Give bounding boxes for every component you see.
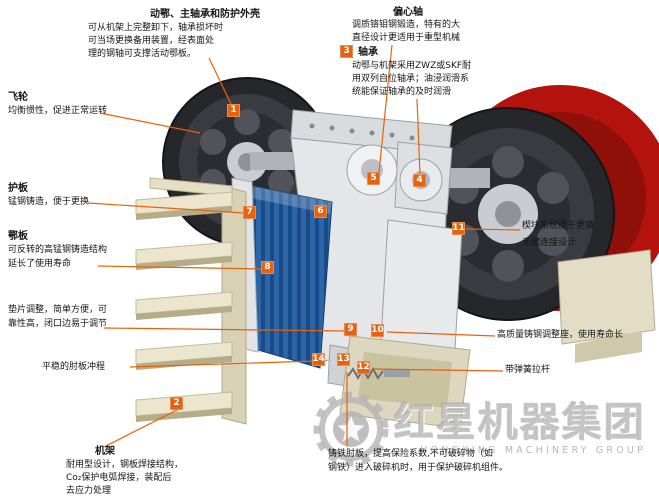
brand-name-en: HONGXING MACHINERY GROUP xyxy=(420,444,646,456)
annotation-moving-jaw-line: 理的钢轴可支撑活动鄂板。 xyxy=(88,49,197,59)
annotation-guard-title: 护板 xyxy=(8,183,28,194)
gear-logo-icon xyxy=(313,391,389,467)
callout-marker-6: 6 xyxy=(314,205,327,218)
annotation-jaw-plate-line: 延长了使用寿命 xyxy=(8,259,72,269)
leader-line xyxy=(97,265,263,270)
callout-marker-8: 8 xyxy=(261,261,274,274)
annotation-toggle-plate-line: 铸铁肘板，提高保险系数,不可破碎物（如 xyxy=(328,449,493,459)
callout-marker-3: 3 xyxy=(340,45,353,58)
annotation-guard-line: 锰钢铸造，便于更换 xyxy=(8,197,90,207)
callout-marker-12: 12 xyxy=(357,361,370,374)
annotation-moving-jaw-line: 可从机架上完整卸下，轴承损坏时 xyxy=(88,23,224,33)
callout-marker-1: 1 xyxy=(227,104,240,117)
bottom-stand xyxy=(339,335,471,429)
callout-marker-7: 7 xyxy=(243,206,256,219)
callout-marker-14: 14 xyxy=(312,353,325,366)
annotation-frame-line: Co₂保护电弧焊接，装配后 xyxy=(66,473,172,483)
callout-marker-11: 11 xyxy=(452,222,465,235)
annotation-moving-jaw-title: 动鄂、主轴承和防护外壳 xyxy=(150,9,260,20)
jaw-plate-blue xyxy=(251,185,333,369)
leader-line xyxy=(378,44,393,173)
annotation-frame-title: 机架 xyxy=(95,446,115,457)
annotation-jaw-plate-title: 鄂板 xyxy=(8,231,28,242)
annotation-bearing-line: 统能保证轴承的及时润滑 xyxy=(352,87,452,97)
annotation-wedge-line: 楔块系统便于更换 xyxy=(522,221,595,231)
annotation-moving-jaw-line: 可当场更换备用装置，经表面处 xyxy=(88,36,215,46)
annotation-toggle-stroke-line: 平稳的肘板冲程 xyxy=(42,362,106,372)
annotation-shim-line: 靠性高，闭口边易于调节 xyxy=(8,319,108,329)
right-stand xyxy=(557,249,656,363)
leader-line xyxy=(103,327,345,332)
annotation-bearing-line: 动鄂与机架采用ZWZ或SKF耐 xyxy=(352,61,472,71)
annotation-jaw-plate-line: 可反转的高锰钢铸造结构 xyxy=(8,245,108,255)
frame-bolts xyxy=(309,123,415,141)
annotation-flywheel-title: 飞轮 xyxy=(8,92,28,103)
callout-marker-4: 4 xyxy=(413,174,426,187)
leader-line xyxy=(386,331,496,337)
brand-text-wrap: 红星机器集团 HONGXING MACHINERY GROUP xyxy=(394,403,646,456)
annotation-eccentric-title: 偏心轴 xyxy=(393,7,423,18)
leader-line xyxy=(129,360,316,368)
brand-name: 红星机器集团 xyxy=(394,399,646,446)
brand-watermark: 红星机器集团 HONGXING MACHINERY GROUP xyxy=(312,390,646,468)
annotation-frame-line: 去应力处理 xyxy=(66,486,112,496)
leader-line xyxy=(372,368,504,372)
annotation-frame-line: 耐用型设计，钢板焊接结构， xyxy=(66,460,184,470)
leader-line xyxy=(416,98,421,176)
callout-marker-13: 13 xyxy=(337,353,350,366)
annotation-toggle-plate-line: 钢铁）进入破碎机时，用于保护破碎机组件。 xyxy=(328,463,509,473)
annotation-eccentric-line: 调质铬钼钢锻造，特有的大 xyxy=(352,20,461,30)
leader-line xyxy=(87,202,245,214)
annotation-spring-rod-line: 带弹簧拉杆 xyxy=(505,365,551,375)
leader-line xyxy=(103,408,180,448)
annotation-bearing-title: 轴承 xyxy=(358,47,378,58)
leader-line xyxy=(99,112,201,134)
callout-marker-2: 2 xyxy=(170,397,183,410)
annotation-shim-line: 垫片调整，简单方便，可 xyxy=(8,305,108,315)
feed-stand xyxy=(135,177,247,425)
annotation-adjust-seat-line: 高质量铸钢调整座，使用寿命长 xyxy=(497,330,624,340)
callout-marker-10: 10 xyxy=(371,324,384,337)
annotation-flywheel-line: 均衡惯性，促进正常运转 xyxy=(8,106,108,116)
annotation-wedge-line: 无键连接设计 xyxy=(522,238,577,248)
annotation-bearing-line: 用双列自位轴承；油浸润滑系 xyxy=(352,74,470,84)
callout-marker-9: 9 xyxy=(344,323,357,336)
leader-line xyxy=(208,57,233,107)
callout-marker-5: 5 xyxy=(367,172,380,185)
annotation-eccentric-line: 直径设计更适用于重型机械 xyxy=(352,33,461,43)
leader-line xyxy=(465,228,521,231)
